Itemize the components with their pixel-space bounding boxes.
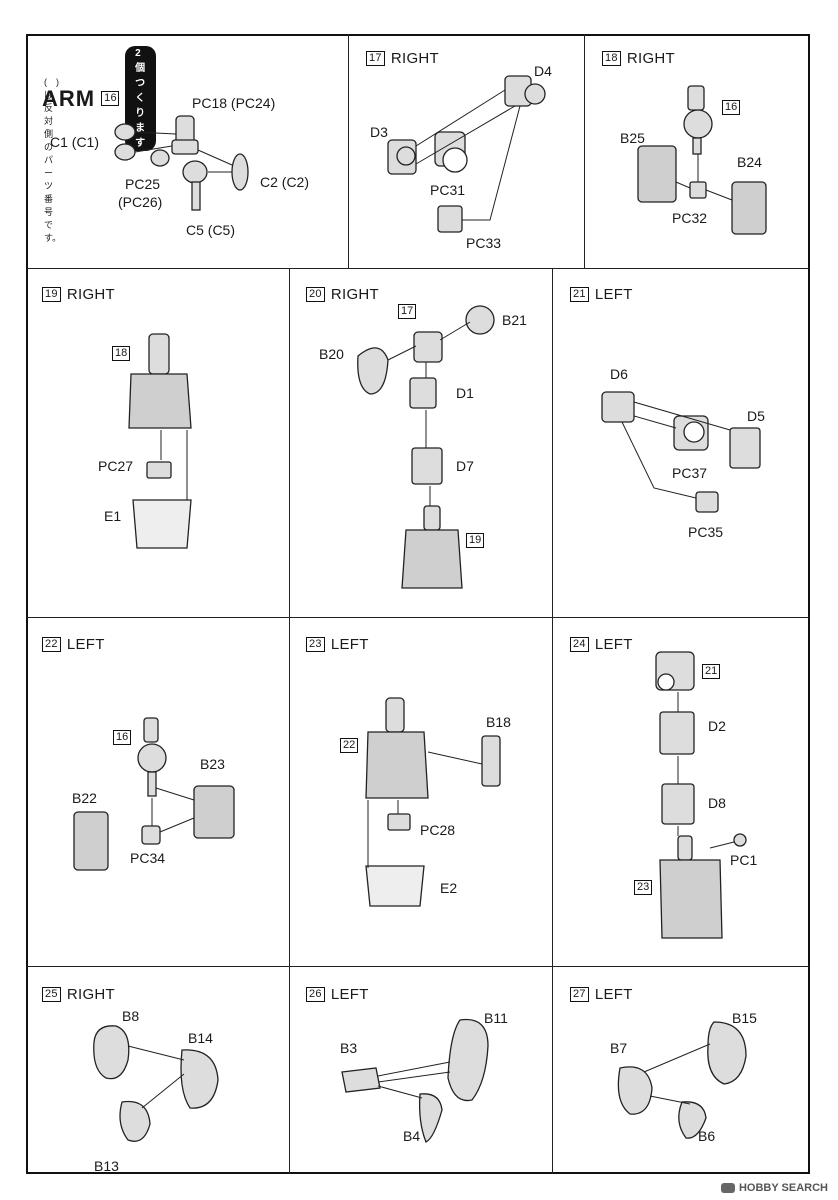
subassembly-ref: 18 xyxy=(112,346,131,361)
step-side: RIGHT xyxy=(626,50,676,67)
part-label: PC34 xyxy=(130,850,166,866)
step-number: 17 xyxy=(366,51,385,66)
left-upper-arm-illustration xyxy=(73,717,235,871)
part-label: PC25 xyxy=(125,176,161,192)
right-arm-assembly-illustration xyxy=(357,305,495,589)
part-label: B6 xyxy=(698,1128,716,1144)
part-label: B14 xyxy=(188,1030,213,1046)
part-label: B15 xyxy=(732,1010,757,1026)
grid-divider xyxy=(26,268,810,269)
part-label: B21 xyxy=(502,312,527,328)
make-two-badge: 2個つくります xyxy=(125,46,157,151)
watermark: HOBBY SEARCH xyxy=(720,1182,828,1194)
mirror-parts-note: ( )は反対側のパーツ番号です。 xyxy=(44,77,62,243)
part-label: PC37 xyxy=(672,465,708,481)
part-label: D5 xyxy=(747,408,765,424)
step-side: RIGHT xyxy=(330,286,380,303)
grid-divider xyxy=(584,34,585,268)
step-number: 16 xyxy=(101,91,120,106)
step-number: 24 xyxy=(570,637,589,652)
step-number: 23 xyxy=(306,637,325,652)
step-side: LEFT xyxy=(330,986,369,1003)
part-label: B18 xyxy=(486,714,511,730)
part-label: PC27 xyxy=(98,458,134,474)
part-label: C5 (C5) xyxy=(186,222,236,238)
part-label: B20 xyxy=(319,346,344,362)
part-label: B8 xyxy=(122,1008,140,1024)
right-hand-illustration xyxy=(93,1025,219,1142)
step-number: 27 xyxy=(570,987,589,1002)
grid-divider xyxy=(26,617,810,618)
grid-divider xyxy=(26,966,810,967)
left-hand-illustration xyxy=(341,1018,489,1143)
upper-arm-illustration xyxy=(637,85,767,235)
grid-divider xyxy=(289,268,290,1174)
part-label: D4 xyxy=(534,63,552,79)
step-number: 25 xyxy=(42,987,61,1002)
part-label: D6 xyxy=(610,366,628,382)
arm-title: ARM xyxy=(42,85,96,111)
grid-divider xyxy=(348,34,349,268)
part-label: B22 xyxy=(72,790,97,806)
part-label: E2 xyxy=(440,880,458,896)
part-label: B3 xyxy=(340,1040,358,1056)
part-label: D1 xyxy=(456,385,474,401)
part-label: D7 xyxy=(456,458,474,474)
step-number: 18 xyxy=(602,51,621,66)
step-side: RIGHT xyxy=(390,50,440,67)
forearm-illustration xyxy=(128,333,192,549)
part-label: D8 xyxy=(708,795,726,811)
part-label: B23 xyxy=(200,756,225,772)
instruction-sheet-frame xyxy=(26,34,810,1174)
grid-divider xyxy=(552,268,553,1174)
part-label: PC32 xyxy=(672,210,708,226)
subassembly-ref: 16 xyxy=(722,100,741,115)
part-label: (PC26) xyxy=(118,194,163,210)
part-label: B24 xyxy=(737,154,762,170)
subassembly-ref: 19 xyxy=(466,533,485,548)
subassembly-ref: 23 xyxy=(634,880,653,895)
step-number: 22 xyxy=(42,637,61,652)
part-label: B7 xyxy=(610,1040,628,1056)
part-label: D3 xyxy=(370,124,388,140)
shoulder-illustration xyxy=(387,75,546,233)
left-hand-alt-illustration xyxy=(617,1021,747,1139)
step-number: 19 xyxy=(42,287,61,302)
part-label: B25 xyxy=(620,130,645,146)
step-side: LEFT xyxy=(330,636,369,653)
step-side: LEFT xyxy=(66,636,105,653)
step-side: LEFT xyxy=(594,286,633,303)
part-label: PC28 xyxy=(420,822,456,838)
left-forearm-illustration xyxy=(365,697,501,907)
subassembly-ref: 22 xyxy=(340,738,359,753)
subassembly-ref: 17 xyxy=(398,304,417,319)
step-number: 26 xyxy=(306,987,325,1002)
subassembly-ref: 21 xyxy=(702,664,721,679)
part-label: B13 xyxy=(94,1158,119,1174)
step-side: RIGHT xyxy=(66,286,116,303)
part-label: C2 (C2) xyxy=(260,174,310,190)
part-label: B4 xyxy=(403,1128,421,1144)
part-label: PC33 xyxy=(466,235,502,251)
part-label: B11 xyxy=(484,1010,508,1026)
arm-joint-illustration xyxy=(114,115,249,211)
step-number: 21 xyxy=(570,287,589,302)
step-side: LEFT xyxy=(594,986,633,1003)
part-label: C1 (C1) xyxy=(50,134,100,150)
watermark-text: HOBBY SEARCH xyxy=(738,1182,828,1194)
part-label: PC31 xyxy=(430,182,466,198)
part-label: PC1 xyxy=(730,852,758,868)
step-side: LEFT xyxy=(594,636,633,653)
hobby-search-logo-icon xyxy=(720,1183,735,1193)
step-side: RIGHT xyxy=(66,986,116,1003)
part-label: E1 xyxy=(104,508,122,524)
subassembly-ref: 16 xyxy=(113,730,132,745)
left-shoulder-illustration xyxy=(601,391,761,513)
part-label: D2 xyxy=(708,718,726,734)
part-label: PC35 xyxy=(688,524,724,540)
left-arm-assembly-illustration xyxy=(655,651,747,939)
step-number: 20 xyxy=(306,287,325,302)
part-label: PC18 (PC24) xyxy=(192,95,276,111)
